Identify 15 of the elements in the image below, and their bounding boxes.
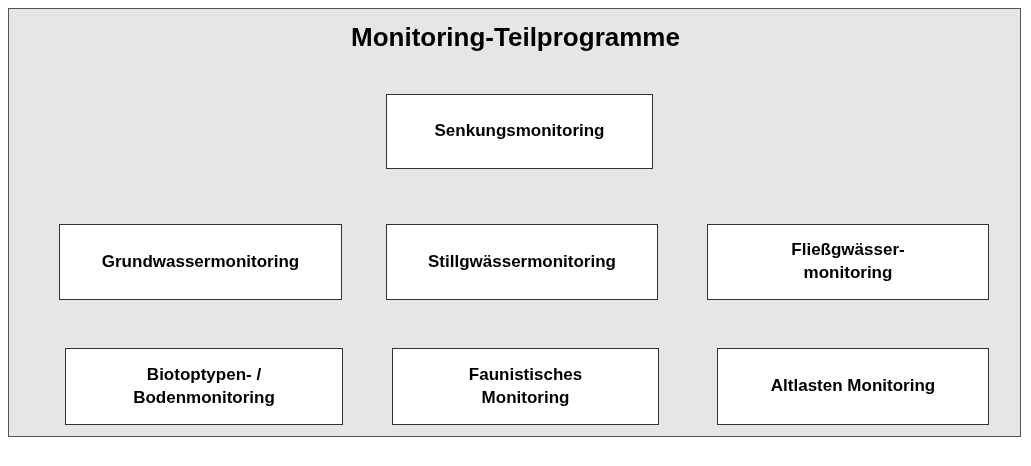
process-box [59,224,342,300]
process-box [386,94,653,169]
box-label: Fließgwässer- monitoring [790,239,906,284]
process-box [392,348,659,425]
box-label: Senkungsmonitoring [434,120,605,143]
box-label: Stillgwässermonitoring [428,250,616,273]
box-label: Altlasten Monitoring [770,375,936,398]
box-label: Faunistisches Monitoring [467,363,584,409]
process-box [717,348,989,425]
box-label: Biotoptypen- / Bodenmonitoring [132,363,276,409]
process-box [707,224,989,300]
diagram-title: Monitoring-Teilprogramme [350,22,681,53]
process-box [386,224,658,300]
box-label: Grundwassermonitoring [101,250,300,273]
process-box [65,348,343,425]
